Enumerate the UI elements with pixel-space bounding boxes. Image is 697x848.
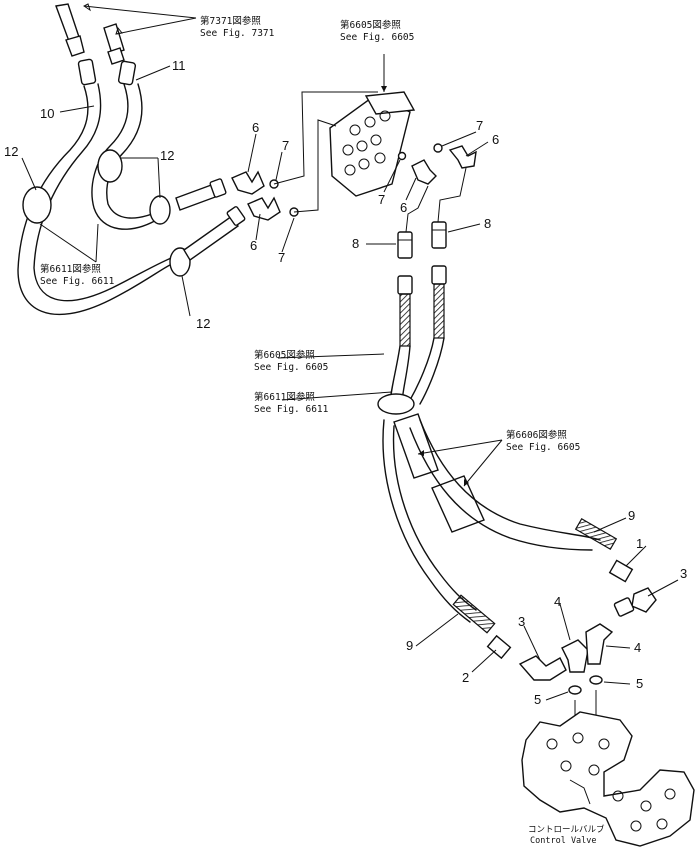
clamp-12-left <box>22 186 52 224</box>
ref-6605-top-en: See Fig. 6605 <box>340 32 414 43</box>
callout-12-upper: 12 <box>160 148 174 163</box>
hoses-1-2 <box>377 265 634 660</box>
ref-6611-mid-en: See Fig. 6611 <box>254 404 329 415</box>
protector-sleeve-lower <box>431 475 485 533</box>
hose-10-fitting <box>77 58 97 86</box>
callout-6-right: 6 <box>492 132 499 147</box>
callout-2: 2 <box>462 670 469 685</box>
callout-10: 10 <box>40 106 54 121</box>
callout-4-right: 4 <box>634 640 641 655</box>
o-ring-7-right-upper <box>433 143 443 153</box>
callout-4-left: 4 <box>554 594 561 609</box>
callout-6-upper: 6 <box>252 120 259 135</box>
callout-7-lower: 7 <box>278 250 285 265</box>
hose-11-outer <box>91 83 161 230</box>
elbow-3-left <box>518 655 567 681</box>
control-valve-en: Control Valve <box>530 836 597 846</box>
ref-6611-left-jp: 第6611図参照 <box>40 263 101 275</box>
ref-6605-top-jp: 第6605図参照 <box>340 19 401 31</box>
elbow-6-lower <box>247 196 281 221</box>
clamp-12-upper <box>97 149 123 183</box>
protector-sleeve-upper <box>393 413 439 479</box>
hose-1-nut <box>608 559 634 583</box>
ref-6611-mid-jp: 第6611図参照 <box>254 391 315 403</box>
hose-10-group <box>17 3 191 316</box>
hose-nut-lower <box>226 206 246 226</box>
ref-7371-en: See Fig. 7371 <box>200 28 275 39</box>
hose-sleeve-left <box>399 293 411 347</box>
hose-10-outer <box>17 85 171 316</box>
ref-6606-en: See Fig. 6605 <box>506 442 580 453</box>
o-ring-5-right <box>589 675 603 685</box>
elbow-6-right <box>448 145 477 169</box>
callout-1: 1 <box>636 536 643 551</box>
elbow-4-right <box>585 623 614 665</box>
clamp-12-mid <box>149 195 171 225</box>
valve-block-bracket <box>364 91 416 115</box>
reference-texts: 第7371図参照 See Fig. 7371 第6605図参照 See Fig.… <box>40 15 605 846</box>
control-valve-jp: コントロールバルブ <box>528 824 605 835</box>
callout-6-lower: 6 <box>250 238 257 253</box>
callout-12-left: 12 <box>4 144 18 159</box>
elbow-6-mid <box>411 159 437 185</box>
o-ring-5-left <box>568 685 582 695</box>
control-valve <box>521 711 695 847</box>
elbow-4-left <box>561 639 589 673</box>
valve-block <box>273 91 477 259</box>
hose-10-inner <box>33 83 177 302</box>
ref-7371-jp: 第7371図参照 <box>200 15 261 27</box>
elbow-3-right <box>631 587 657 613</box>
callout-3-right: 3 <box>680 566 687 581</box>
callout-9-left: 9 <box>406 638 413 653</box>
clamp-center <box>377 393 415 415</box>
callout-5-left: 5 <box>534 692 541 707</box>
adapter-8-right <box>431 221 447 249</box>
callout-5-right: 5 <box>636 676 643 691</box>
callout-11: 11 <box>172 58 186 73</box>
callout-3-left: 3 <box>518 614 525 629</box>
ref-6605-mid-jp: 第6605図参照 <box>254 349 315 361</box>
hose-1-line-a <box>419 419 601 541</box>
hose-1-sleeve <box>574 517 618 551</box>
callout-labels: 1 2 3 3 4 4 5 5 6 6 6 6 7 7 7 7 8 8 9 9 … <box>4 58 687 707</box>
hose-fittings-left <box>175 170 299 262</box>
callout-7-mid: 7 <box>378 192 385 207</box>
ref-6606-jp: 第6606図参照 <box>506 429 567 441</box>
adapter-8-left <box>397 231 413 259</box>
callout-8-left: 8 <box>352 236 359 251</box>
callout-9-right: 9 <box>628 508 635 523</box>
reference-leaders <box>21 3 679 701</box>
o-ring-7-right-lower <box>397 151 407 161</box>
callout-6-mid: 6 <box>400 200 407 215</box>
hose-nut-upper <box>209 178 227 198</box>
ref-6605-mid-en: See Fig. 6605 <box>254 362 328 373</box>
callout-7-right: 7 <box>476 118 483 133</box>
callout-8-right: 8 <box>484 216 491 231</box>
callout-12-lower: 12 <box>196 316 210 331</box>
hose-2-sleeve <box>452 594 496 634</box>
elbow-6-upper <box>231 170 265 195</box>
hose-end-fitting-top-right <box>103 23 125 55</box>
hose-sleeve-right <box>433 283 445 339</box>
hose-11-fitting <box>117 60 137 86</box>
ref-6611-left-en: See Fig. 6611 <box>40 276 115 287</box>
callout-7-upper: 7 <box>282 138 289 153</box>
control-valve-body <box>521 711 695 847</box>
hose-2-nut <box>486 634 512 660</box>
clamp-12-lower <box>169 247 191 277</box>
